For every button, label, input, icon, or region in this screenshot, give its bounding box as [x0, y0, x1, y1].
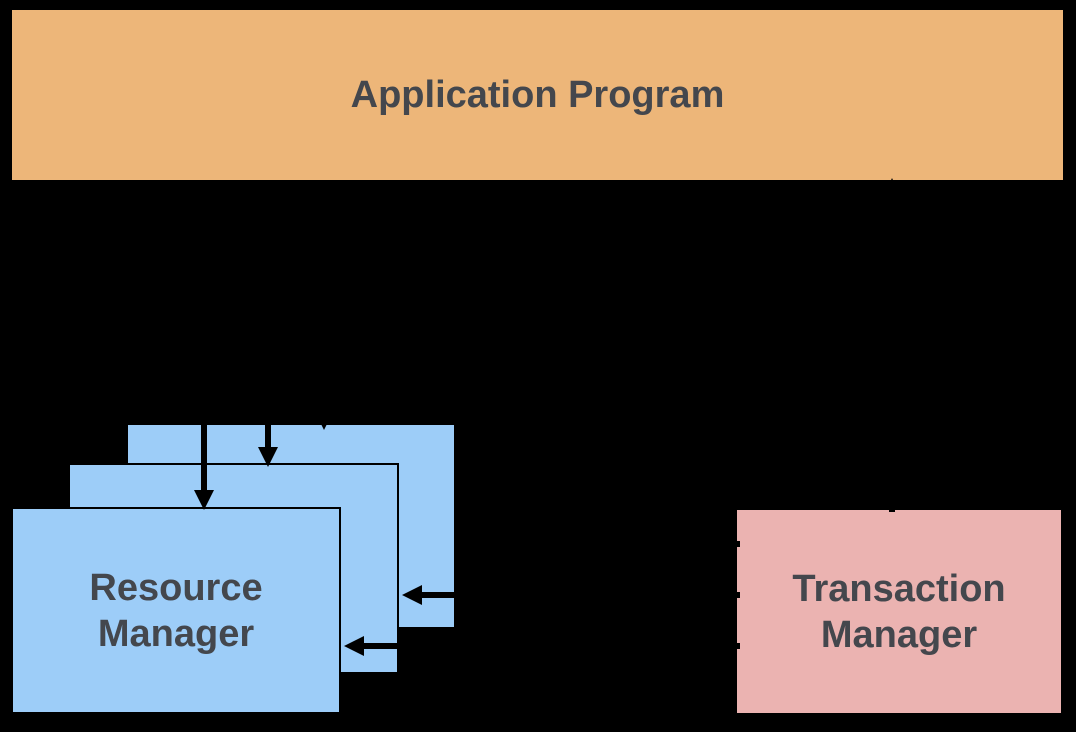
resource-manager-label-line2: Manager: [97, 612, 255, 655]
transaction-manager-label-line2: Manager: [820, 613, 978, 656]
arrow-tm-to-ap: [882, 178, 902, 512]
application-program-label: Application Program: [350, 74, 725, 116]
transaction-manager-box: Transaction Manager: [735, 508, 1063, 715]
application-program-box: Application Program: [10, 8, 1065, 182]
arrow-tm-to-rm-back: [457, 534, 740, 554]
arrow-ap-to-rm-back: [314, 183, 334, 430]
transaction-manager-label-line1: Transaction: [792, 567, 1006, 610]
resource-manager-label-line1: Resource: [89, 566, 263, 609]
arrow-tm-to-rm-front: [344, 636, 740, 656]
resource-manager-box-front: Resource Manager: [11, 507, 341, 714]
